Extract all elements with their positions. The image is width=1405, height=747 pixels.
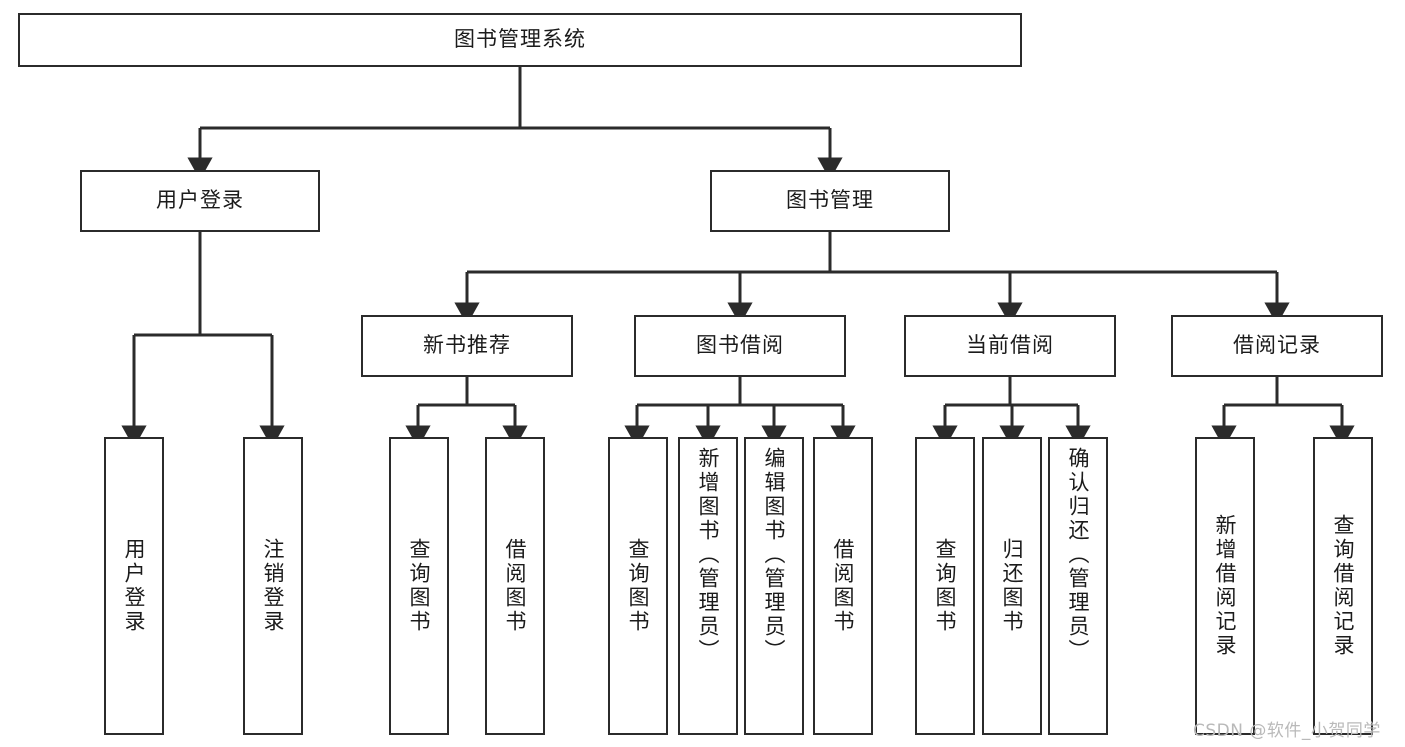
leaf-return-books[interactable]: 归还图书 xyxy=(982,437,1042,735)
node-user-login[interactable]: 用户登录 xyxy=(80,170,320,232)
node-book-management[interactable]: 图书管理 xyxy=(710,170,950,232)
leaf-query-books-new-recommendation[interactable]: 查询图书 xyxy=(389,437,449,735)
leaf-query-books-borrowing[interactable]: 查询图书 xyxy=(608,437,668,735)
csdn-watermark: CSDN @软件_小贺同学 xyxy=(1193,721,1381,741)
leaf-user-login[interactable]: 用户登录 xyxy=(104,437,164,735)
node-root-book-management-system[interactable]: 图书管理系统 xyxy=(18,13,1022,67)
node-new-book-recommendation[interactable]: 新书推荐 xyxy=(361,315,573,377)
leaf-add-book-admin[interactable]: 新增图书（管理员） xyxy=(678,437,738,735)
leaf-add-borrow-record[interactable]: 新增借阅记录 xyxy=(1195,437,1255,735)
node-borrow-records[interactable]: 借阅记录 xyxy=(1171,315,1383,377)
leaf-borrow-books-new-recommendation[interactable]: 借阅图书 xyxy=(485,437,545,735)
leaf-confirm-return-admin[interactable]: 确认归还（管理员） xyxy=(1048,437,1108,735)
leaf-borrow-books-borrowing[interactable]: 借阅图书 xyxy=(813,437,873,735)
leaf-edit-book-admin[interactable]: 编辑图书（管理员） xyxy=(744,437,804,735)
leaf-query-borrow-record[interactable]: 查询借阅记录 xyxy=(1313,437,1373,735)
leaf-logout[interactable]: 注销登录 xyxy=(243,437,303,735)
node-current-borrowing[interactable]: 当前借阅 xyxy=(904,315,1116,377)
leaf-query-books-current[interactable]: 查询图书 xyxy=(915,437,975,735)
node-book-borrowing[interactable]: 图书借阅 xyxy=(634,315,846,377)
